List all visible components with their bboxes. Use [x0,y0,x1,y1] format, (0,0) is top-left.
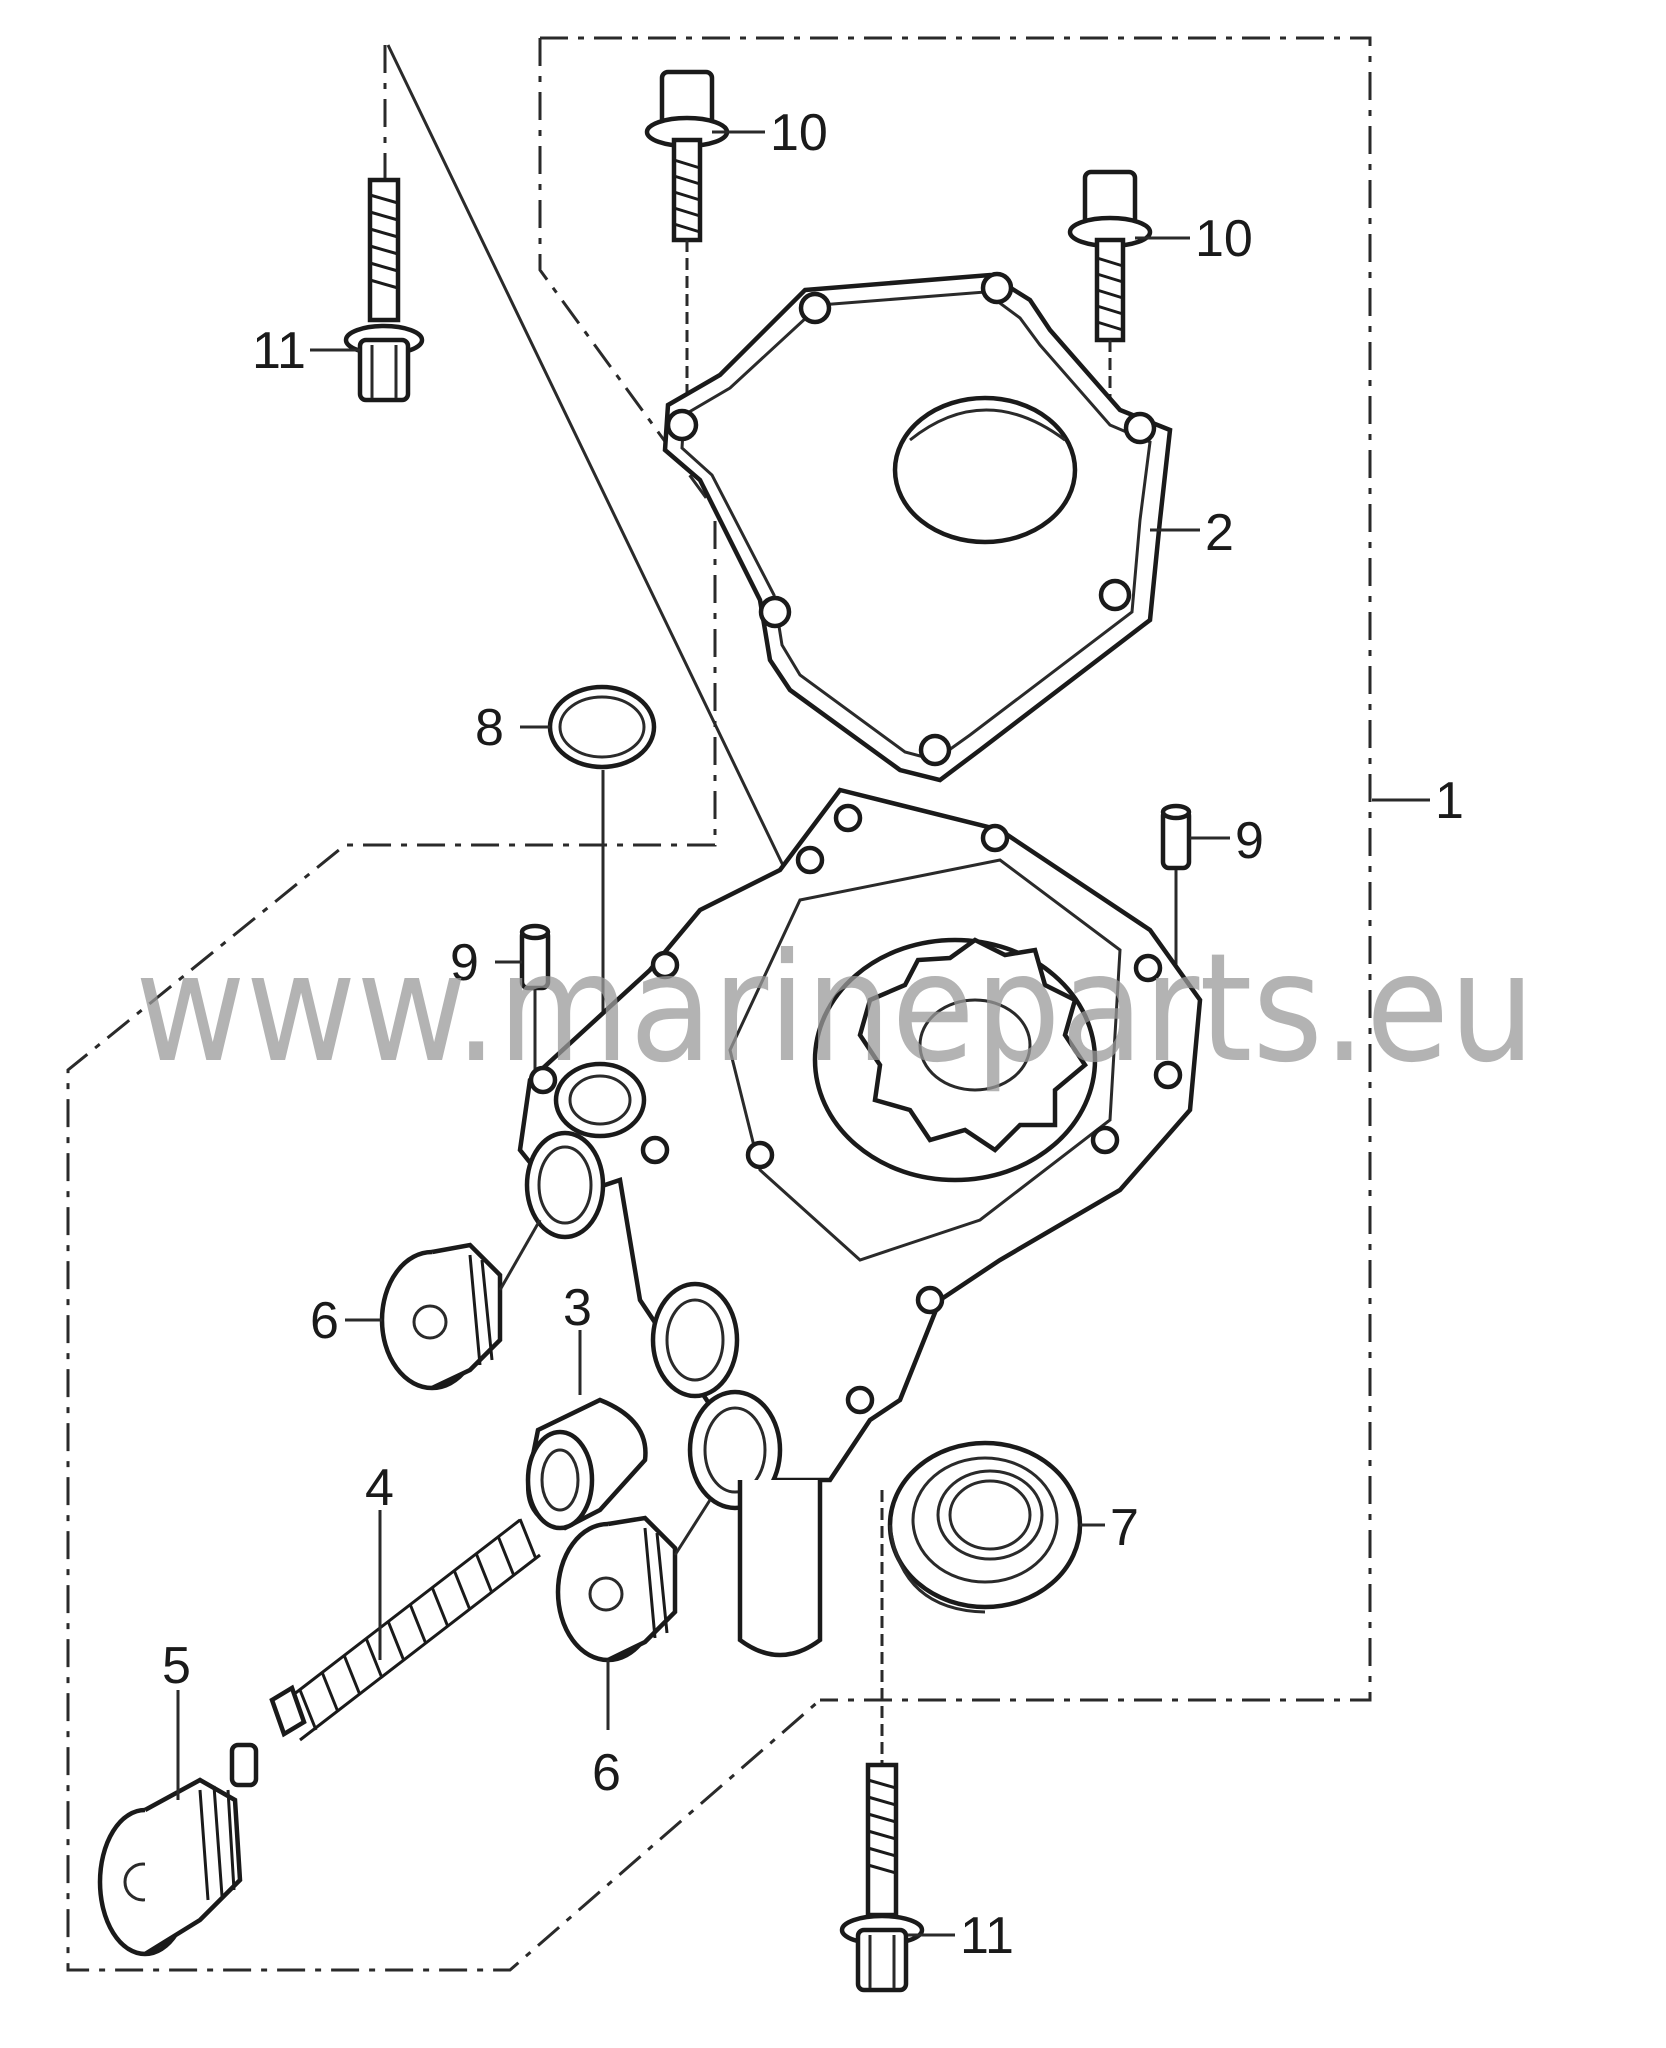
callout-1: 1 [1435,772,1464,830]
assembly-boundary-frame [66,36,1372,1972]
dowel-pin-9-left [519,923,551,1080]
callout-9-right: 9 [1235,812,1264,870]
plug-bolt-6-upper [379,1219,542,1391]
callout-leader-lines [310,130,1430,1937]
oil-pump-body [517,787,1203,1658]
callout-10-right: 10 [1195,210,1253,268]
callout-11-bottom: 11 [960,1907,1014,1965]
flange-bolt-11-top [343,177,425,403]
oil-seal-7 [887,1440,1083,1614]
callout-2: 2 [1205,504,1234,562]
callout-10-left: 10 [770,104,828,162]
callout-7: 7 [1110,1499,1139,1557]
flange-bolt-10-left [644,69,730,415]
relief-valve-piston-3 [525,1330,648,1531]
callout-8: 8 [475,699,504,757]
callout-6-upper: 6 [310,1292,339,1350]
callout-6-lower: 6 [592,1744,621,1802]
callout-3: 3 [563,1279,592,1337]
flange-bolt-11-bottom [839,1490,925,1993]
relief-valve-plug-5 [97,1690,259,1957]
plug-bolt-6-lower [555,1499,712,1730]
callout-9-left: 9 [450,934,479,992]
callout-5: 5 [162,1637,191,1695]
callout-11-top: 11 [252,322,306,380]
watermark-text: www.marineparts.eu [135,922,1535,1096]
dowel-pin-9-right [1160,803,1192,1000]
flange-bolt-10-right [1067,169,1153,590]
pump-cover-gasket-2 [662,271,1173,783]
relief-valve-spring-4 [269,1510,541,1742]
callout-4: 4 [365,1459,394,1517]
